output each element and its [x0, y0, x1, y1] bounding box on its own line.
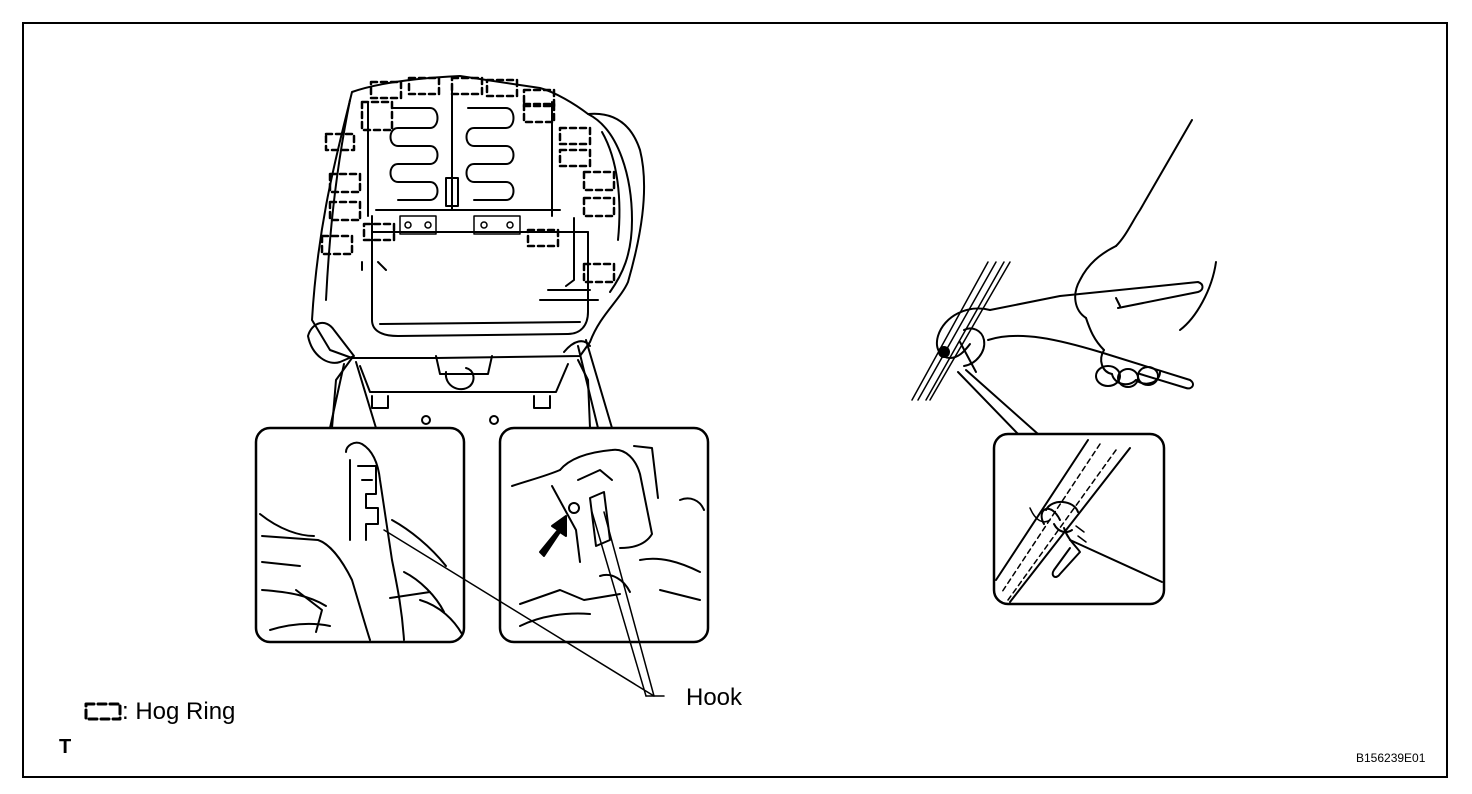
hog-ring-legend-icon	[84, 704, 120, 720]
bracket-clips	[399, 215, 521, 235]
left-hook-cover	[307, 321, 355, 364]
figure-id: B156239E01	[1356, 751, 1426, 765]
seat-frame-inner	[371, 215, 589, 337]
legend-text: : Hog Ring	[122, 698, 236, 725]
view-code: T	[59, 736, 72, 758]
detail-callout-right	[498, 339, 710, 644]
hook-label: Hook	[686, 684, 743, 711]
hook-leaders	[383, 511, 665, 697]
hog-ring-markers	[320, 76, 616, 284]
hog-ring-symbol	[84, 702, 122, 721]
s-spring-left	[389, 107, 439, 201]
arrow-icon	[539, 515, 567, 557]
s-spring-right	[465, 107, 515, 201]
hog-ring-detail-callout	[992, 432, 1166, 606]
legend: : Hog Ring	[84, 698, 235, 726]
diagram-frame	[22, 22, 1448, 778]
hog-ring-pliers-illustration	[911, 119, 1217, 435]
seat-back-outline	[311, 75, 646, 359]
seat-back-assembly	[307, 75, 646, 429]
detail-callout-left	[254, 361, 466, 644]
